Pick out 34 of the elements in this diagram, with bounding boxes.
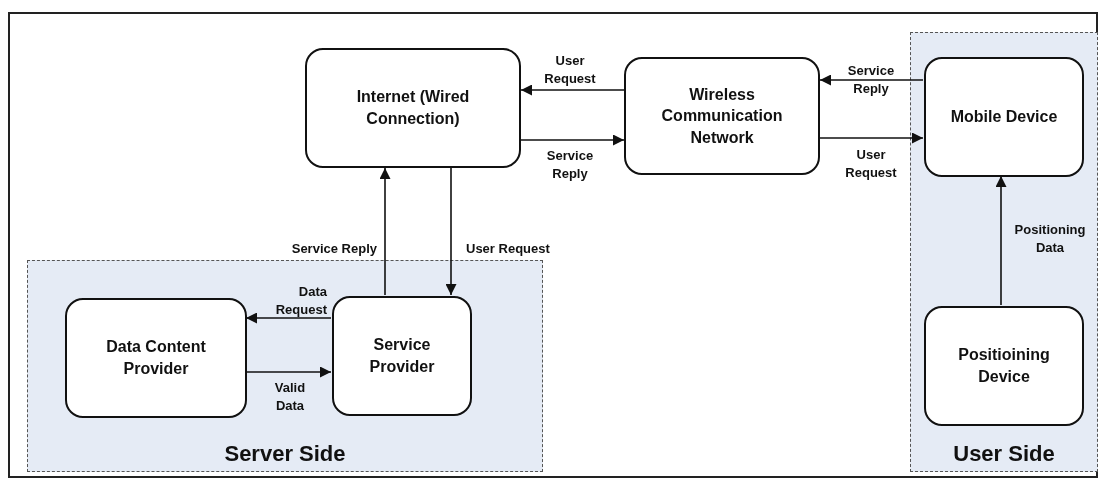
process-box (624, 57, 820, 175)
arrow (245, 312, 332, 324)
arrow (379, 167, 391, 296)
edge-label: User Request (543, 52, 597, 88)
edge-label: Positioning Data (1013, 221, 1087, 257)
node-label: Wireless Communication Network (660, 84, 784, 148)
edge-label: Data Request (274, 283, 327, 319)
edge-label: Service Reply (290, 240, 377, 258)
group-title: User Side (952, 441, 1056, 467)
node-label: Internet (Wired Connection) (355, 87, 471, 129)
node-label: Mobile Device (949, 107, 1059, 128)
arrow (520, 84, 625, 96)
arrow (520, 134, 625, 146)
arrow (445, 167, 457, 296)
process-box (65, 298, 247, 418)
process-box (332, 296, 472, 416)
group-title: Server Side (223, 441, 347, 467)
process-box (305, 48, 521, 168)
arrow (819, 132, 924, 144)
arrow (995, 175, 1007, 306)
edge-label: Valid Data (273, 379, 307, 415)
edge-label: User Request (844, 146, 898, 182)
process-box (924, 57, 1084, 177)
process-box (924, 306, 1084, 426)
arrow (819, 74, 924, 86)
group-region (910, 32, 1098, 472)
node-label: Data Content Provider (105, 337, 207, 379)
edge-label: User Request (466, 240, 551, 258)
node-label: Service Provider (368, 335, 436, 377)
edge-label: Service Reply (846, 62, 896, 98)
edge-label: Service Reply (545, 147, 595, 183)
group-region (27, 260, 543, 472)
arrow (245, 366, 332, 378)
node-label: Positioining Device (957, 345, 1051, 387)
